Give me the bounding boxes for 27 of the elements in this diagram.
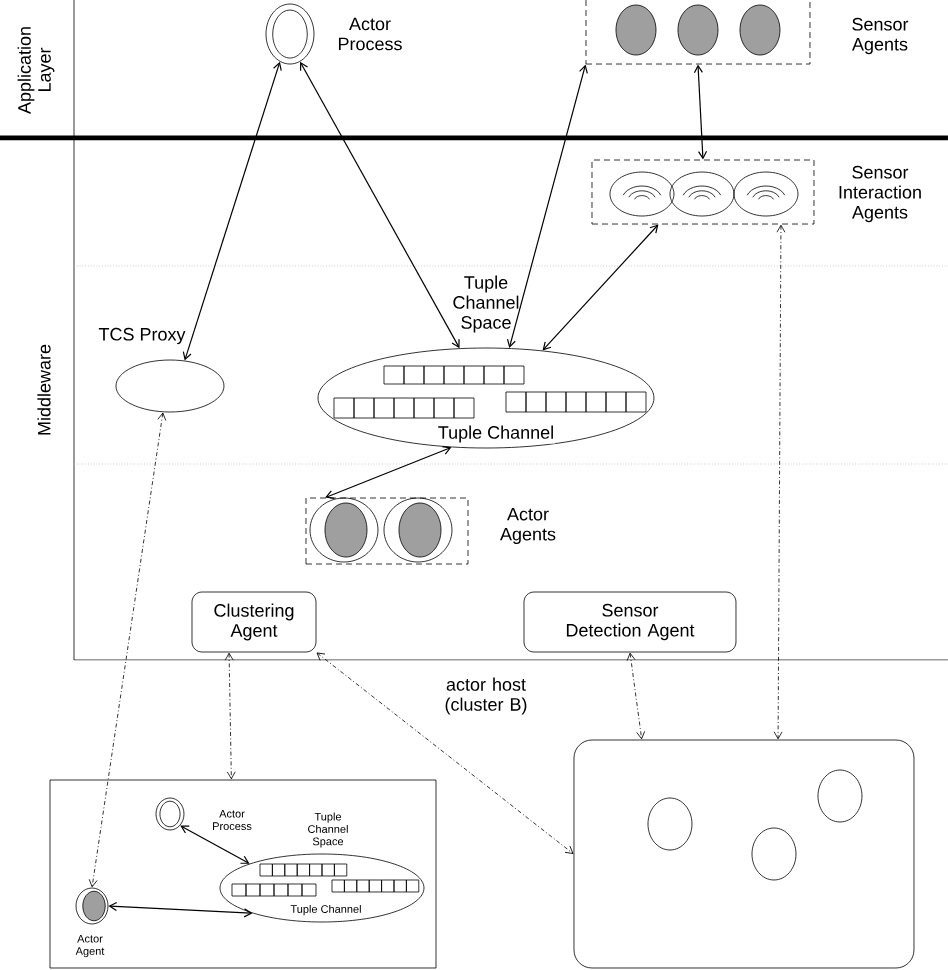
arrow [506,64,588,349]
arrow [88,412,167,888]
node-label: Sensor Agents [852,17,909,55]
node-label: Sensor Interaction Agents [839,165,921,223]
node-label: Tuple Channel Space [453,275,519,333]
node-label: Actor Process [338,17,402,51]
arrow [316,652,574,854]
agent-box: Sensor Detection Agent [523,591,737,653]
arrow [180,825,250,864]
arrow [773,224,786,740]
layer-label: Application Layer [17,27,55,114]
layer-label: actor host (cluster B) [445,677,527,715]
agent-box: Clustering Agent [191,591,317,653]
arrow [325,446,452,499]
sensor-field-box [573,739,915,969]
arrow [108,901,253,918]
arrow [626,652,646,740]
node-label: Actor Agents [500,507,556,545]
arrow [542,224,659,351]
arrow [224,652,236,780]
node-label: Tuple Channel [436,424,556,444]
arrow [182,61,282,361]
arrow [299,61,460,349]
layer-label: Middleware [37,344,51,435]
arrow [693,64,708,160]
node-label: TCS Proxy [98,327,186,345]
cluster-box [49,779,437,969]
